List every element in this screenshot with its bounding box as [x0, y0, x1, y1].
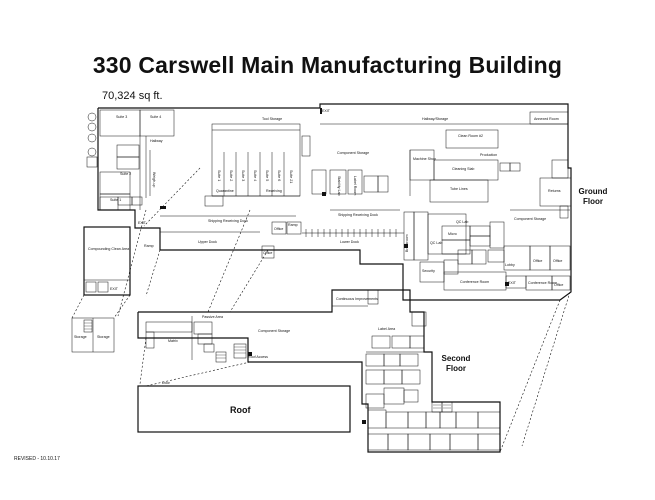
room-labels: Suite 3 Suite 4 Suite 2 Suite 1 Hallway …: [74, 109, 563, 415]
label-ramp-1: Ramp: [144, 244, 154, 248]
label-suite-f: Suite 6: [277, 170, 281, 181]
label-production: Production: [480, 153, 497, 157]
label-roof: Roof: [230, 405, 251, 415]
ground-floor-label-1: Ground: [579, 187, 608, 196]
map-title: 330 Carswell Main Manufacturing Building: [92, 52, 563, 78]
label-label-room: Label Room: [353, 176, 357, 195]
label-breakroom: Breakroom: [405, 234, 409, 252]
label-suite-b: Suite 2: [229, 170, 233, 181]
room-suite4: [139, 109, 175, 137]
floor-labels: Ground Floor Second Floor: [442, 187, 608, 373]
label-storage-a: Storage: [74, 335, 87, 339]
label-office-1: Office: [274, 227, 283, 231]
roof-plan: [137, 385, 351, 433]
label-receiving: Receiving: [266, 189, 282, 193]
second-floor-label-1: Second: [442, 354, 471, 363]
label-suite-c: Suite 3: [241, 170, 245, 181]
label-suite1: Suite 1: [110, 198, 121, 202]
area-label: 70,324 sq ft.: [102, 90, 163, 102]
label-label-area: Label Area: [378, 327, 395, 331]
label-machine-shop: Machine Shop: [413, 157, 436, 161]
label-cleaning-slab: Cleaning Slab: [452, 167, 474, 171]
label-shipping-dock-2: Shipping Receiving Dock: [338, 213, 378, 217]
label-exit-right: EXIT: [508, 281, 517, 285]
room-clean-room-2: [445, 129, 499, 149]
label-door: Door: [162, 381, 171, 385]
floor-connectors: [71, 167, 571, 453]
label-exit-top: EXIT: [322, 109, 331, 113]
room-tube-lines: [429, 179, 489, 203]
label-continuous: Continuous Improvements: [336, 297, 378, 301]
label-suite-e: Suite 5: [265, 170, 269, 181]
room-suite3: [99, 109, 141, 137]
label-annex-room: Annexed Room: [534, 117, 559, 121]
label-clean-room: Clean Room #2: [458, 134, 483, 138]
label-returns: Returns: [548, 189, 561, 193]
label-ramp-2: Ramp: [288, 223, 298, 227]
label-suite4: Suite 4: [150, 115, 161, 119]
second-floor-label-2: Floor: [446, 364, 466, 373]
label-suite-a: Suite 1: [217, 170, 221, 181]
label-matrix: Matrix: [168, 339, 178, 343]
label-roof-access: Roof Access: [248, 355, 268, 359]
label-qc-lab: QC Lab: [456, 220, 468, 224]
label-office-a: Office: [533, 259, 542, 263]
label-micro: Micro: [448, 232, 457, 236]
ground-floor-plan: [86, 103, 572, 301]
label-security: Security: [422, 269, 435, 273]
label-suite-g: Suite 21: [289, 170, 293, 183]
label-storage-b: Storage: [97, 335, 110, 339]
label-suite2: Suite 2: [120, 172, 131, 176]
label-tool-storage: Tool Storage: [262, 117, 282, 121]
label-exit-left: EXIT: [138, 221, 147, 225]
ground-floor-label-2: Floor: [583, 197, 603, 206]
label-component-storage-2: Component Storage: [514, 217, 546, 221]
label-conference-room: Conference Room: [460, 280, 489, 284]
revised-date: REVISED - 10.10.17: [14, 456, 60, 462]
label-office-2: Office: [263, 251, 272, 255]
label-exit-annex: EXIT: [110, 287, 119, 291]
label-lobby: Lobby: [505, 263, 515, 267]
label-passive-area: Passive Area: [202, 315, 223, 319]
label-suite-d: Suite 4: [253, 170, 257, 181]
compounding-annex: [71, 226, 131, 353]
label-stability: Stability Lab: [337, 176, 341, 196]
label-office-b: Office: [553, 259, 562, 263]
label-component-storage: Component Storage: [337, 151, 369, 155]
label-quarantine: Quarantine: [216, 189, 234, 193]
label-tube-lines: Tube Lines: [450, 187, 468, 191]
label-upper-dock: Upper Dock: [198, 240, 217, 244]
label-weighup: Weigh-up: [152, 172, 156, 187]
label-hallway: Hallway: [150, 139, 163, 143]
label-compounding: Compounding Clean Area: [88, 247, 129, 251]
label-qc-lab-2: QC Lab: [430, 241, 442, 245]
label-shipping-dock-1: Shipping Receiving Dock: [208, 219, 248, 223]
label-suite3: Suite 3: [116, 115, 127, 119]
label-component-storage-3: Component Storage: [258, 329, 290, 333]
label-lower-dock: Lower Dock: [340, 240, 359, 244]
label-office-c: Office: [554, 283, 563, 287]
room-machine-shop: [409, 149, 435, 181]
label-conference-room-2: Conference Room: [528, 281, 557, 285]
second-floor-plan: [137, 289, 501, 453]
label-hallway-storage: Hallway/Storage: [422, 117, 448, 121]
